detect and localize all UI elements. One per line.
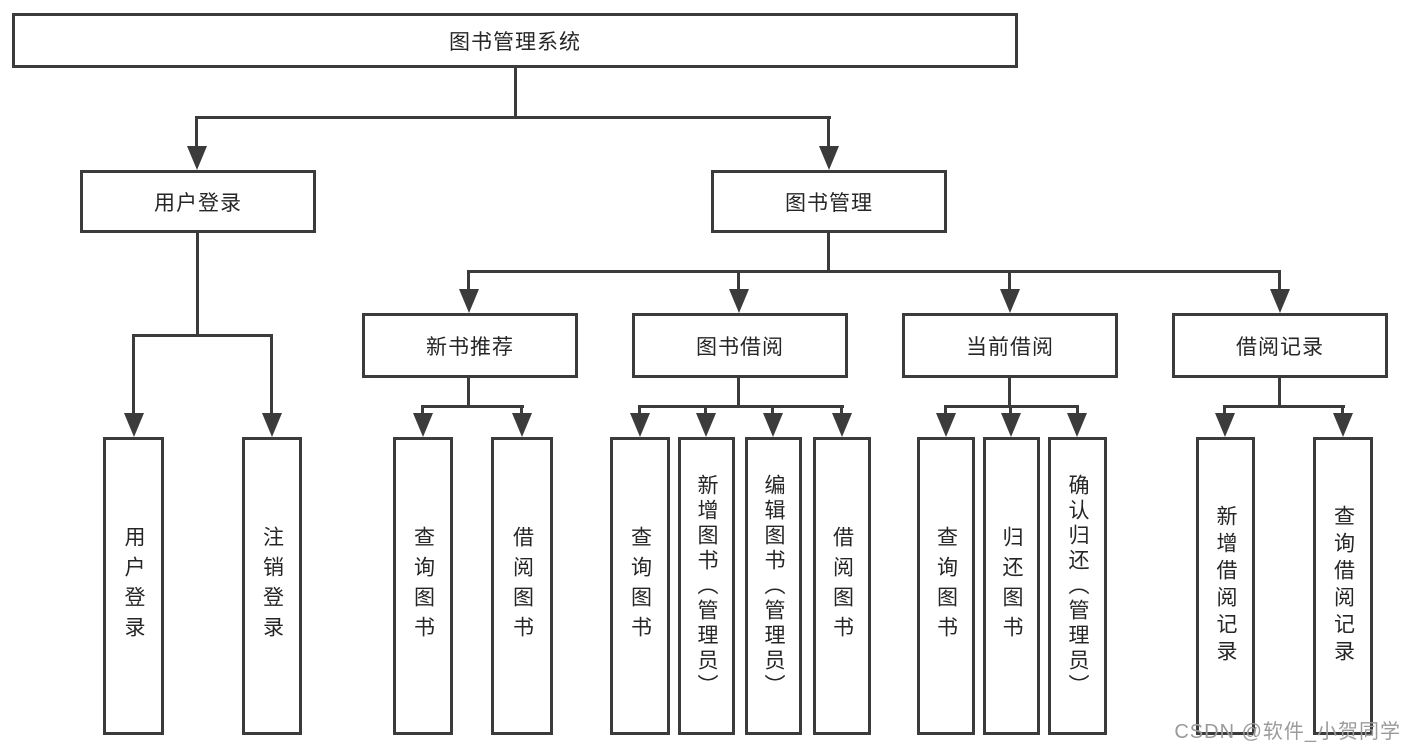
connector-line [827,233,830,272]
connector-line [840,405,843,417]
connector-line [196,233,199,336]
connector-line [1008,378,1011,408]
connector-line [737,270,740,291]
arrow-down-icon [819,146,839,170]
connector-line [421,405,524,408]
connector-line [132,334,135,416]
connector-line [520,405,523,417]
connector-line [132,334,273,337]
connector-line [195,116,831,119]
connector-line [195,116,198,148]
leaf-borrow-books: 借阅图书 [813,437,871,735]
arrow-down-icon [512,413,532,437]
connector-line [1278,270,1281,291]
arrow-down-icon [1067,413,1087,437]
connector-line [827,116,830,148]
connector-line [1223,405,1345,408]
connector-line [771,405,774,417]
connector-line [704,405,707,417]
connector-line [737,378,740,408]
arrow-down-icon [630,413,650,437]
arrow-down-icon [459,289,479,313]
connector-line [467,270,1281,273]
arrow-down-icon [1215,413,1235,437]
node-book-management: 图书管理 [711,170,947,233]
leaf-return-books: 归还图书 [983,437,1040,735]
node-current-borrowing: 当前借阅 [902,313,1118,378]
node-borrowing-records: 借阅记录 [1172,313,1388,378]
connector-line [1076,405,1079,417]
connector-line [467,378,470,408]
connector-line [270,334,273,416]
node-new-book-recommendation: 新书推荐 [362,313,578,378]
leaf-user-login: 用户登录 [103,437,164,735]
leaf-add-books-admin: 新增图书（管理员） [678,437,735,735]
leaf-query-books-recommend: 查询图书 [393,437,453,735]
leaf-edit-books-admin: 编辑图书（管理员） [745,437,802,735]
arrow-down-icon [1270,289,1290,313]
connector-line [421,405,424,417]
leaf-logout: 注销登录 [242,437,302,735]
arrow-down-icon [1001,413,1021,437]
leaf-query-borrow-record: 查询借阅记录 [1313,437,1373,735]
connector-line [638,405,844,408]
connector-line [944,405,947,417]
connector-line [638,405,641,417]
arrow-down-icon [936,413,956,437]
connector-line [1008,270,1011,291]
connector-line [467,270,470,291]
arrow-down-icon [262,413,282,437]
node-book-borrowing: 图书借阅 [632,313,848,378]
arrow-down-icon [413,413,433,437]
arrow-down-icon [729,289,749,313]
connector-line [1278,378,1281,408]
node-root-library-system: 图书管理系统 [12,13,1018,68]
connector-line [1223,405,1226,417]
leaf-confirm-return-admin: 确认归还（管理员） [1048,437,1107,735]
leaf-borrow-books-recommend: 借阅图书 [491,437,553,735]
arrow-down-icon [1000,289,1020,313]
leaf-query-books-current: 查询图书 [917,437,975,735]
connector-line [514,68,517,118]
arrow-down-icon [124,413,144,437]
arrow-down-icon [1333,413,1353,437]
arrow-down-icon [696,413,716,437]
node-user-login: 用户登录 [80,170,316,233]
connector-line [1009,405,1012,417]
csdn-watermark: CSDN @软件_小贺同学 [1174,721,1401,743]
arrow-down-icon [187,146,207,170]
arrow-down-icon [832,413,852,437]
leaf-query-books-borrowing: 查询图书 [610,437,670,735]
connector-line [1341,405,1344,417]
leaf-add-borrow-record: 新增借阅记录 [1196,437,1255,735]
arrow-down-icon [763,413,783,437]
